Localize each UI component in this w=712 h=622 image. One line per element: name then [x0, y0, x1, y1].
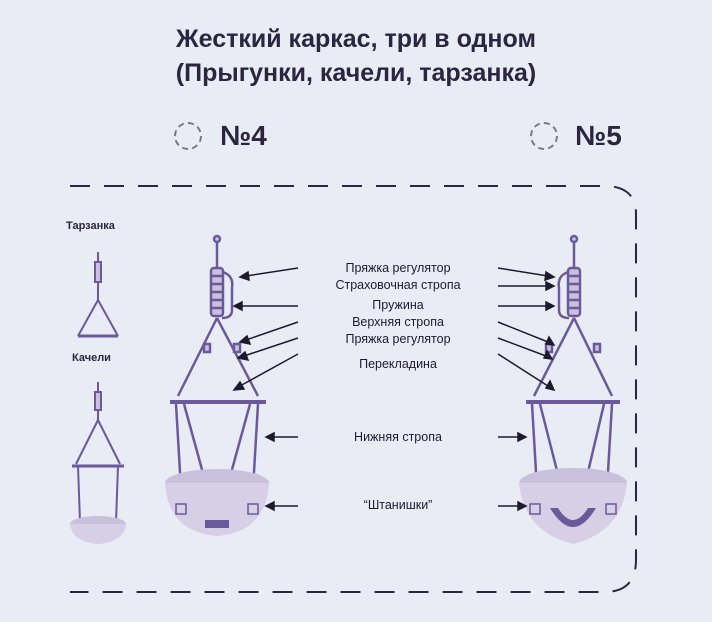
part-label-buckle-1: Пряжка регулятор: [345, 261, 451, 275]
title-line-1: Жесткий каркас, три в одном: [176, 25, 536, 53]
page-title: Жесткий каркас, три в одном (Прыгунки, к…: [0, 22, 712, 90]
part-label-buckle-2: Пряжка регулятор: [345, 332, 451, 346]
tarzanka-illustration: [77, 252, 119, 338]
part-label-crossbar: Перекладина: [359, 357, 437, 371]
dashed-frame: [70, 185, 637, 593]
model-5-radio[interactable]: [530, 122, 558, 150]
model-4-label: №4: [220, 120, 267, 151]
model-4-illustration: [165, 234, 269, 536]
model-4-radio[interactable]: [174, 122, 202, 150]
model-5-label: №5: [575, 120, 622, 151]
left-arrows: [232, 267, 299, 512]
side-label-tarzanka: Тарзанка: [66, 220, 115, 232]
side-label-kacheli: Качели: [72, 352, 111, 364]
part-label-upper-strap: Верхняя стропа: [352, 315, 444, 329]
right-arrows: [497, 267, 556, 512]
title-line-2: (Прыгунки, качели, тарзанка): [175, 59, 537, 87]
part-label-pants: “Штанишки”: [363, 498, 433, 512]
part-label-safety-strap: Страховочная стропа: [335, 278, 461, 292]
part-label-spring: Пружина: [372, 298, 424, 312]
kacheli-illustration: [70, 382, 126, 544]
model-5-illustration: [519, 234, 627, 544]
part-label-lower-strap: Нижняя стропа: [354, 430, 442, 444]
